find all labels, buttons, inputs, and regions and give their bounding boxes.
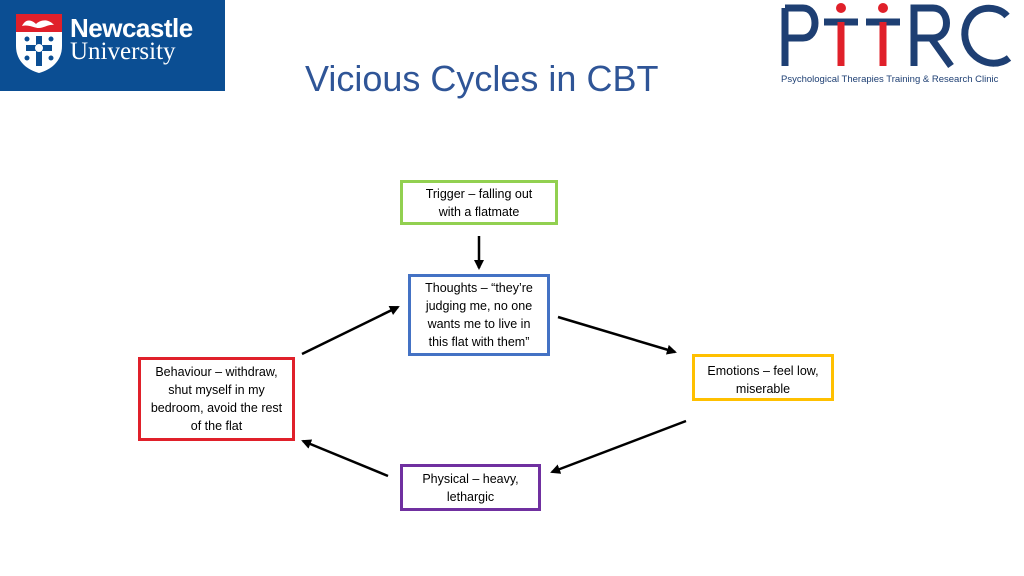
pttrc-subtitle: Psychological Therapies Training & Resea…	[781, 74, 999, 85]
logo-line-university: University	[70, 38, 176, 65]
thoughts-text: Thoughts – “they’re judging me, no one w…	[425, 281, 533, 349]
emotions-box: Emotions – feel low, miserable	[692, 354, 834, 401]
arrow-physical-to-behaviour	[301, 439, 389, 478]
trigger-box: Trigger – falling out with a flatmate	[400, 180, 558, 225]
slide-title: Vicious Cycles in CBT	[305, 58, 659, 99]
arrow-emotions-to-physical	[550, 419, 687, 474]
arrow-behaviour-to-thoughts	[301, 305, 400, 356]
emotions-text: Emotions – feel low, miserable	[707, 364, 819, 396]
logo-line-newcastle: Newcastle	[70, 13, 193, 43]
pttrc-logo: Psychological Therapies Training & Resea…	[775, 0, 1015, 92]
university-crest-icon	[16, 14, 62, 73]
thoughts-box: Thoughts – “they’re judging me, no one w…	[408, 274, 550, 356]
trigger-text: Trigger – falling out with a flatmate	[425, 186, 533, 219]
behaviour-text: Behaviour – withdraw, shut myself in my …	[150, 365, 283, 433]
behaviour-box: Behaviour – withdraw, shut myself in my …	[138, 357, 295, 441]
newcastle-university-logo: Newcastle University	[0, 0, 225, 91]
physical-box: Physical – heavy, lethargic	[400, 464, 541, 511]
pttrc-wordmark-icon	[781, 3, 1012, 69]
physical-text: Physical – heavy, lethargic	[422, 471, 519, 504]
arrow-thoughts-to-emotions	[557, 315, 677, 355]
